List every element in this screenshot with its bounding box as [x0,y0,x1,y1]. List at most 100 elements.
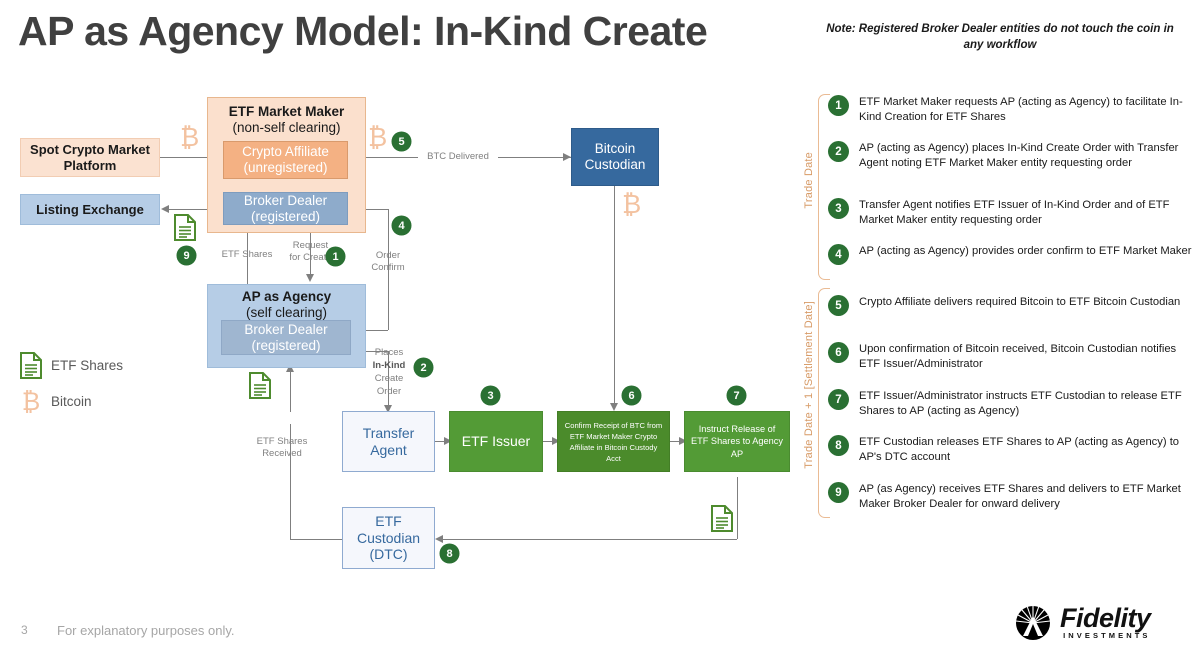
box-spot-crypto-market-platform[interactable]: Spot Crypto Market Platform [20,138,160,177]
edge-shares-into-ap-v [290,370,291,390]
group-label-trade-date: Trade Date [803,152,815,209]
step-marker-2[interactable]: 2 [414,358,433,377]
step-text-2: AP (acting as Agency) places In-Kind Cre… [859,142,1179,169]
step-marker-3[interactable]: 3 [481,386,500,405]
box-crypto-affiliate[interactable]: Crypto Affiliate (unregistered) [223,141,348,179]
edge-places-h [349,351,388,352]
edge-orderconfirm-h2 [357,209,388,210]
edge-custodian-down-arrowhead [609,403,618,411]
step-marker-5[interactable]: 5 [392,132,411,151]
step-marker-4[interactable]: 4 [392,216,411,235]
step-item-6[interactable]: 6 Upon confirmation of Bitcoin received,… [828,342,1188,372]
edge-mmbd-to-listing-arrowhead [161,204,169,213]
document-icon [20,352,42,379]
edge-label-order-confirm: Order Confirm [371,250,405,273]
edge-request-create-v [310,224,311,276]
step-item-5[interactable]: 5 Crypto Affiliate delivers required Bit… [828,295,1184,316]
box-bitcoin-custodian[interactable]: Bitcoin Custodian [571,128,659,186]
box-etf-issuer[interactable]: ETF Issuer [449,411,543,472]
step-badge-4: 4 [828,244,849,265]
step-item-3[interactable]: 3 Transfer Agent notifies ETF Issuer of … [828,198,1188,228]
box-etf-custodian-dtc[interactable]: ETF Custodian (DTC) [342,507,435,569]
edge-custodian-down-v [614,186,615,408]
box-transfer-agent[interactable]: Transfer Agent [342,411,435,472]
page-title: AP as Agency Model: In-Kind Create [18,8,708,54]
edge-etfshares-up-v [247,226,248,284]
step-text-8: ETF Custodian releases ETF Shares to AP … [859,436,1180,463]
edge-confirm-to-instruct [670,441,684,442]
edge-orderconfirm-h1 [349,330,388,331]
header-note: Note: Registered Broker Dealer entities … [826,23,1174,51]
step-text-3: Transfer Agent notifies ETF Issuer of In… [859,199,1170,226]
fidelity-wordmark: Fidelity INVESTMENTS [1060,604,1151,641]
document-icon-edge-ap [249,372,271,399]
box-bitcoin-custodian-label: Bitcoin Custodian [584,141,646,172]
step-badge-6: 6 [828,342,849,363]
step-text-9: AP (as Agency) receives ETF Shares and d… [859,483,1181,510]
step-item-1[interactable]: 1 ETF Market Maker requests AP (acting a… [828,95,1188,125]
step-marker-8[interactable]: 8 [440,544,459,563]
box-instruct-release[interactable]: Instruct Release of ETF Shares to Agency… [684,411,790,472]
step-item-2[interactable]: 2 AP (acting as Agency) places In-Kind C… [828,141,1192,171]
step-item-9[interactable]: 9 AP (as Agency) receives ETF Shares and… [828,482,1188,512]
footer-disclaimer: For explanatory purposes only. [57,623,235,638]
document-icon-edge-listing [174,214,196,241]
step-badge-8: 8 [828,435,849,456]
box-mm-broker-dealer-label: Broker Dealer (registered) [243,192,328,224]
document-icon-edge-instruct [711,505,733,532]
box-confirm-receipt-label: Confirm Receipt of BTC from ETF Market M… [564,420,663,463]
edge-orderconfirm-v [388,209,389,330]
box-listing-exchange-label: Listing Exchange [36,201,144,217]
edge-label-request-for-create: Request for Create [289,240,332,263]
fidelity-tagline: INVESTMENTS [1063,631,1151,641]
box-ap-as-agency-title: AP as Agency [241,289,332,304]
box-ap-broker-dealer[interactable]: Broker Dealer (registered) [221,320,351,355]
edge-label-places-line1: Places [374,347,404,358]
step-marker-7[interactable]: 7 [727,386,746,405]
step-badge-7: 7 [828,389,849,410]
edge-custodian-left-h [290,539,342,540]
edge-label-places-line4: Order [376,386,402,397]
step-item-8[interactable]: 8 ETF Custodian releases ETF Shares to A… [828,435,1192,465]
step-text-6: Upon confirmation of Bitcoin received, B… [859,343,1177,370]
bracket-settlement-date [818,288,830,518]
box-etf-custodian-label: ETF Custodian (DTC) [356,513,421,563]
box-etf-market-maker-heading: ETF Market Maker (non-self clearing) [208,104,365,136]
step-text-4: AP (acting as Agency) provides order con… [859,245,1192,257]
edge-issuer-to-confirm-arrowhead [552,436,560,445]
edge-confirm-to-instruct-arrowhead [679,436,687,445]
bitcoin-icon-edge-2: ₿ [368,123,388,153]
step-text-1: ETF Market Maker requests AP (acting as … [859,96,1183,123]
box-confirm-receipt-btc[interactable]: Confirm Receipt of BTC from ETF Market M… [557,411,670,472]
edge-instruct-down-v [737,477,738,539]
edge-instruct-to-custodian-arrowhead [435,534,443,543]
edge-label-places-line3: Create [374,373,404,384]
step-marker-9[interactable]: 9 [177,246,196,265]
box-listing-exchange[interactable]: Listing Exchange [20,194,160,225]
box-crypto-affiliate-label: Crypto Affiliate (unregistered) [242,144,329,175]
step-marker-1[interactable]: 1 [326,247,345,266]
step-item-7[interactable]: 7 ETF Issuer/Administrator instructs ETF… [828,389,1192,419]
edge-label-btc-delivered: BTC Delivered [418,151,498,163]
edge-instruct-left-h [443,539,737,540]
edge-custodian-up-v2 [290,388,291,412]
step-badge-9: 9 [828,482,849,503]
box-mm-broker-dealer[interactable]: Broker Dealer (registered) [223,192,348,225]
box-etf-issuer-label: ETF Issuer [461,433,531,450]
edge-request-create-arrowhead [305,274,314,282]
edge-places-arrowhead [383,405,392,413]
legend-label-bitcoin: Bitcoin [51,394,92,409]
edge-places-v [388,351,389,411]
fidelity-pyramid-icon [1015,605,1051,640]
edge-label-places-line2: In-Kind [372,360,406,371]
bracket-trade-date [818,94,830,280]
step-marker-6[interactable]: 6 [622,386,641,405]
edge-label-etf-shares: ETF Shares [221,249,273,260]
box-instruct-release-label: Instruct Release of ETF Shares to Agency… [691,423,783,459]
box-transfer-agent-label: Transfer Agent [362,424,415,458]
edge-issuer-to-confirm [543,441,557,442]
box-etf-market-maker-title: ETF Market Maker [228,104,345,119]
step-item-4[interactable]: 4 AP (acting as Agency) provides order c… [828,244,1192,265]
step-badge-2: 2 [828,141,849,162]
bitcoin-icon-edge-1: ₿ [180,123,200,153]
